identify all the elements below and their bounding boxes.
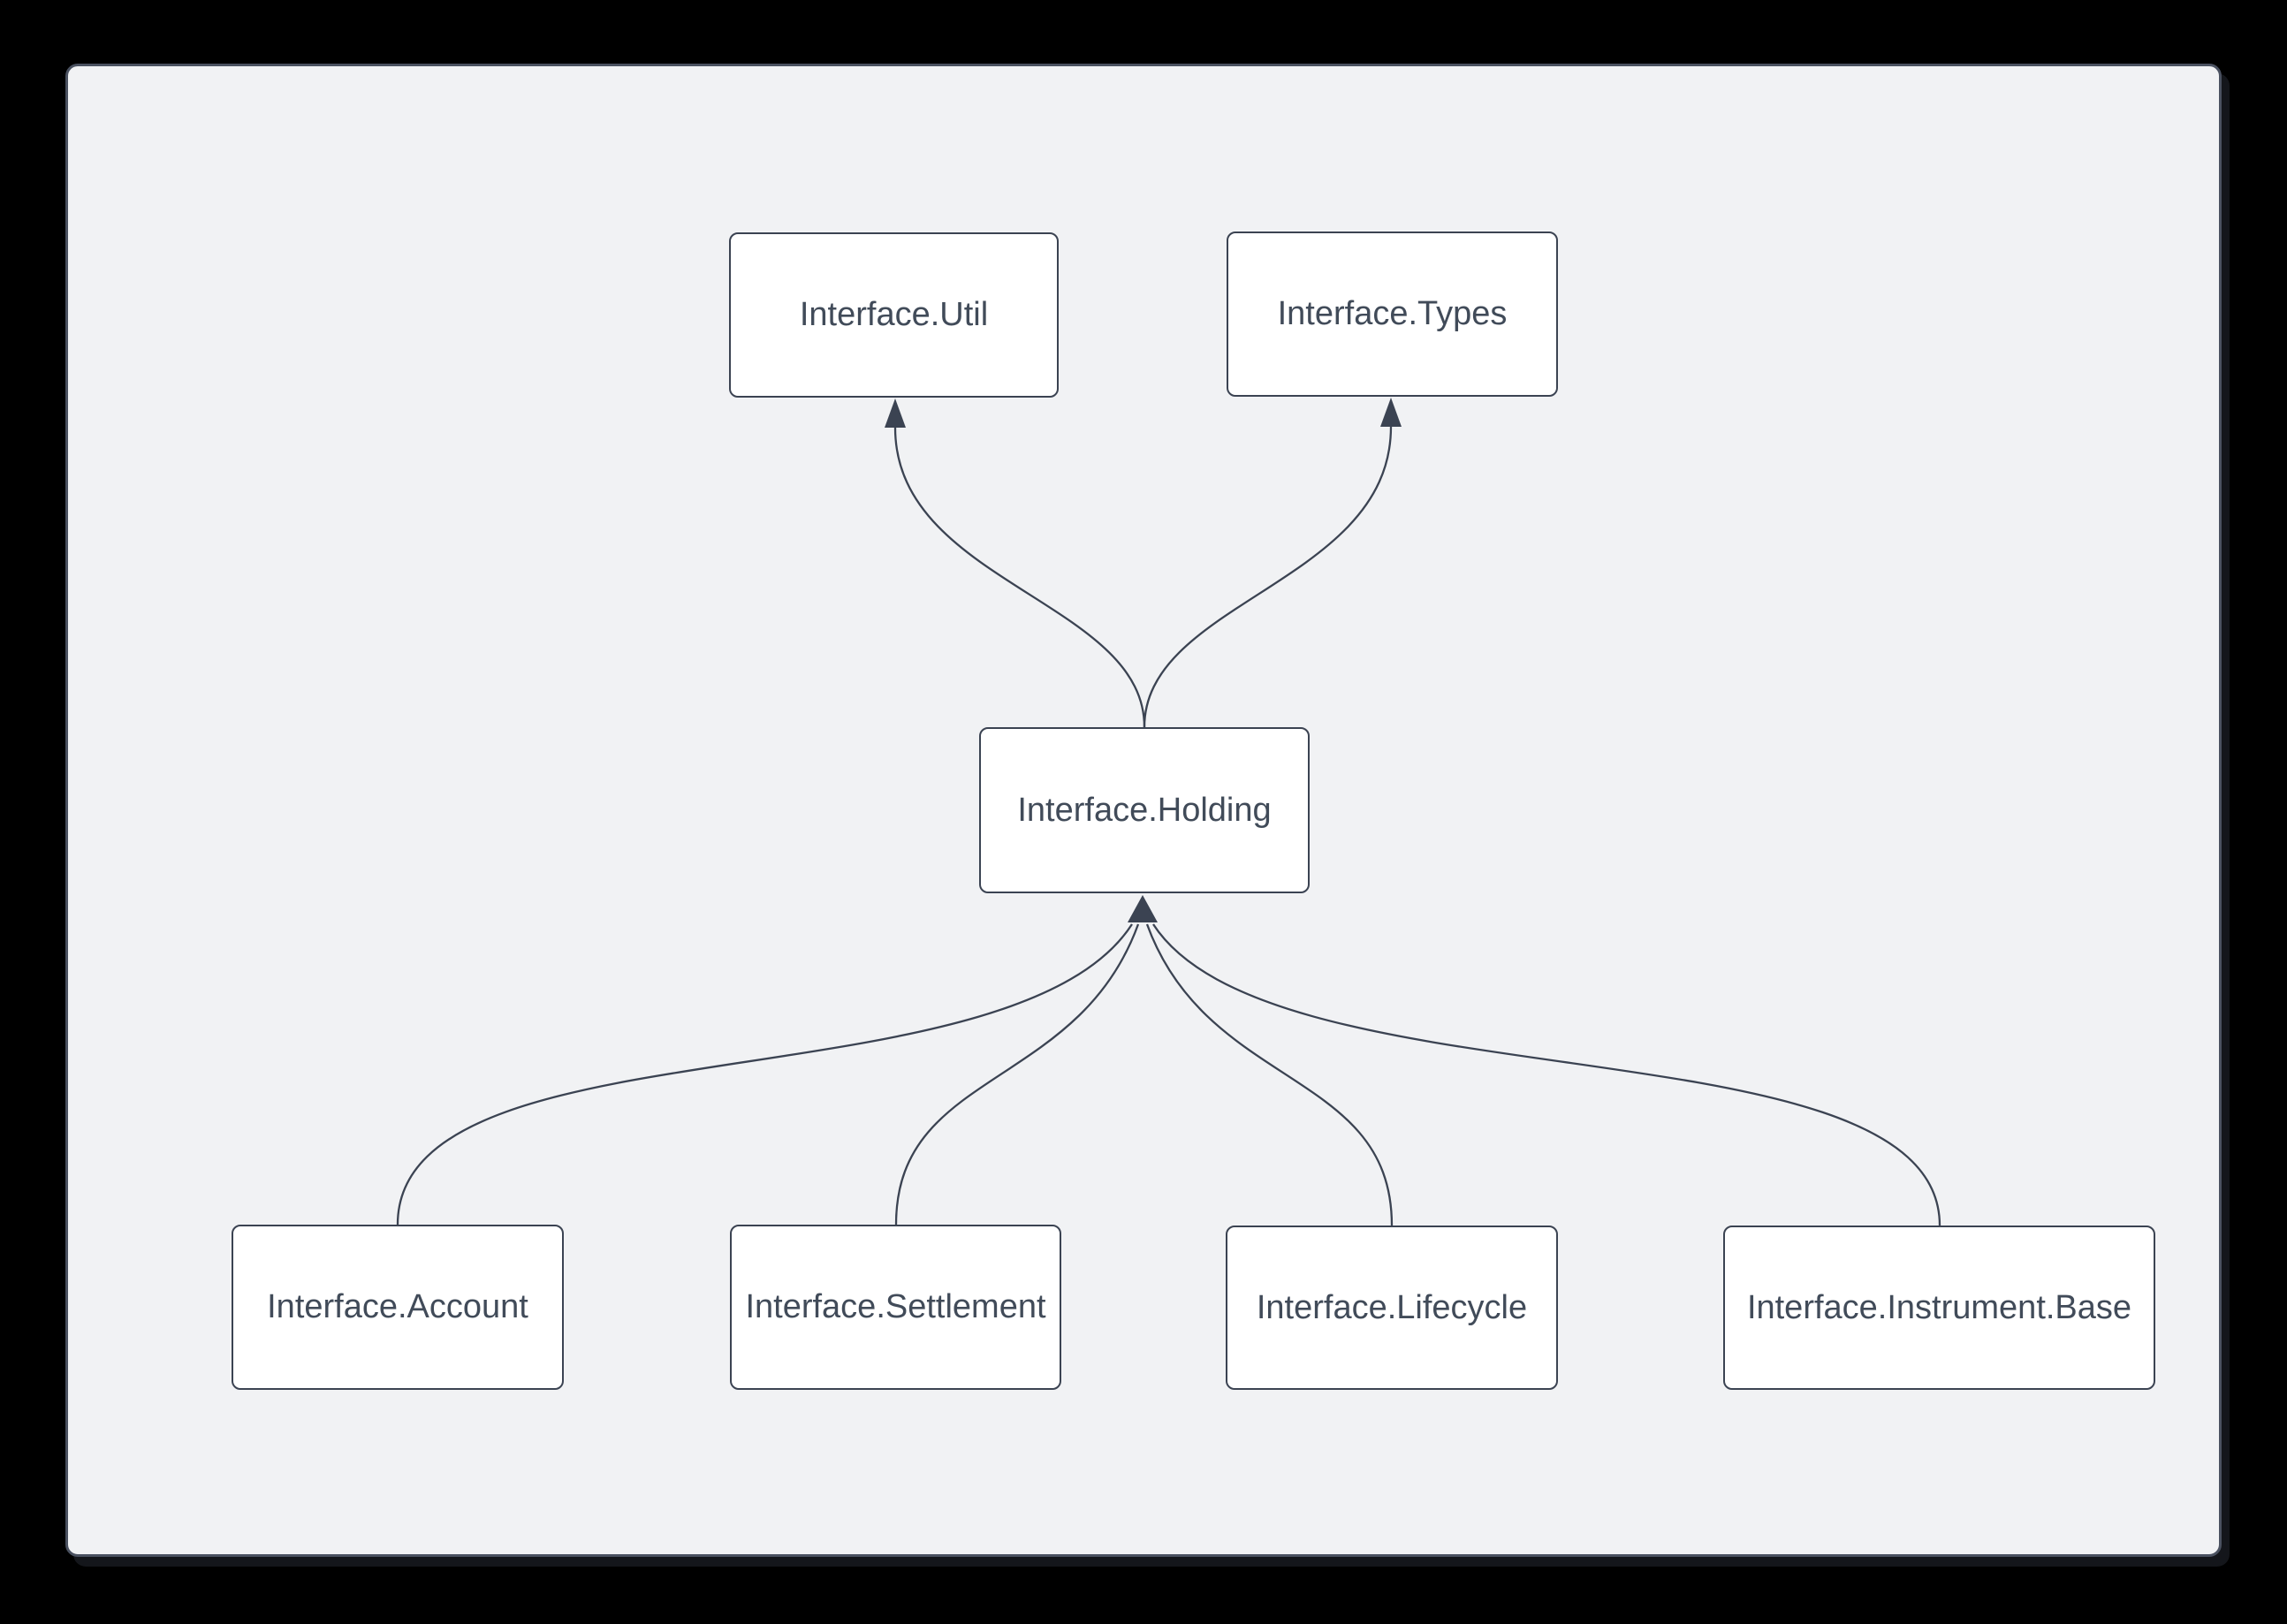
node-label: Interface.Holding (1017, 791, 1272, 829)
node-interface-util[interactable]: Interface.Util (729, 232, 1059, 398)
node-interface-instrument-base[interactable]: Interface.Instrument.Base (1723, 1226, 2155, 1390)
node-label: Interface.Util (799, 296, 989, 333)
node-label: Interface.Account (267, 1288, 528, 1325)
node-label: Interface.Lifecycle (1256, 1288, 1528, 1326)
node-label: Interface.Instrument.Base (1746, 1288, 2132, 1326)
node-label: Interface.Types (1277, 295, 1508, 332)
node-interface-settlement[interactable]: Interface.Settlement (730, 1225, 1061, 1390)
node-interface-lifecycle[interactable]: Interface.Lifecycle (1226, 1226, 1558, 1390)
node-interface-holding[interactable]: Interface.Holding (979, 727, 1310, 893)
node-label: Interface.Settlement (745, 1288, 1046, 1325)
node-interface-types[interactable]: Interface.Types (1227, 231, 1558, 397)
node-interface-account[interactable]: Interface.Account (232, 1225, 564, 1390)
